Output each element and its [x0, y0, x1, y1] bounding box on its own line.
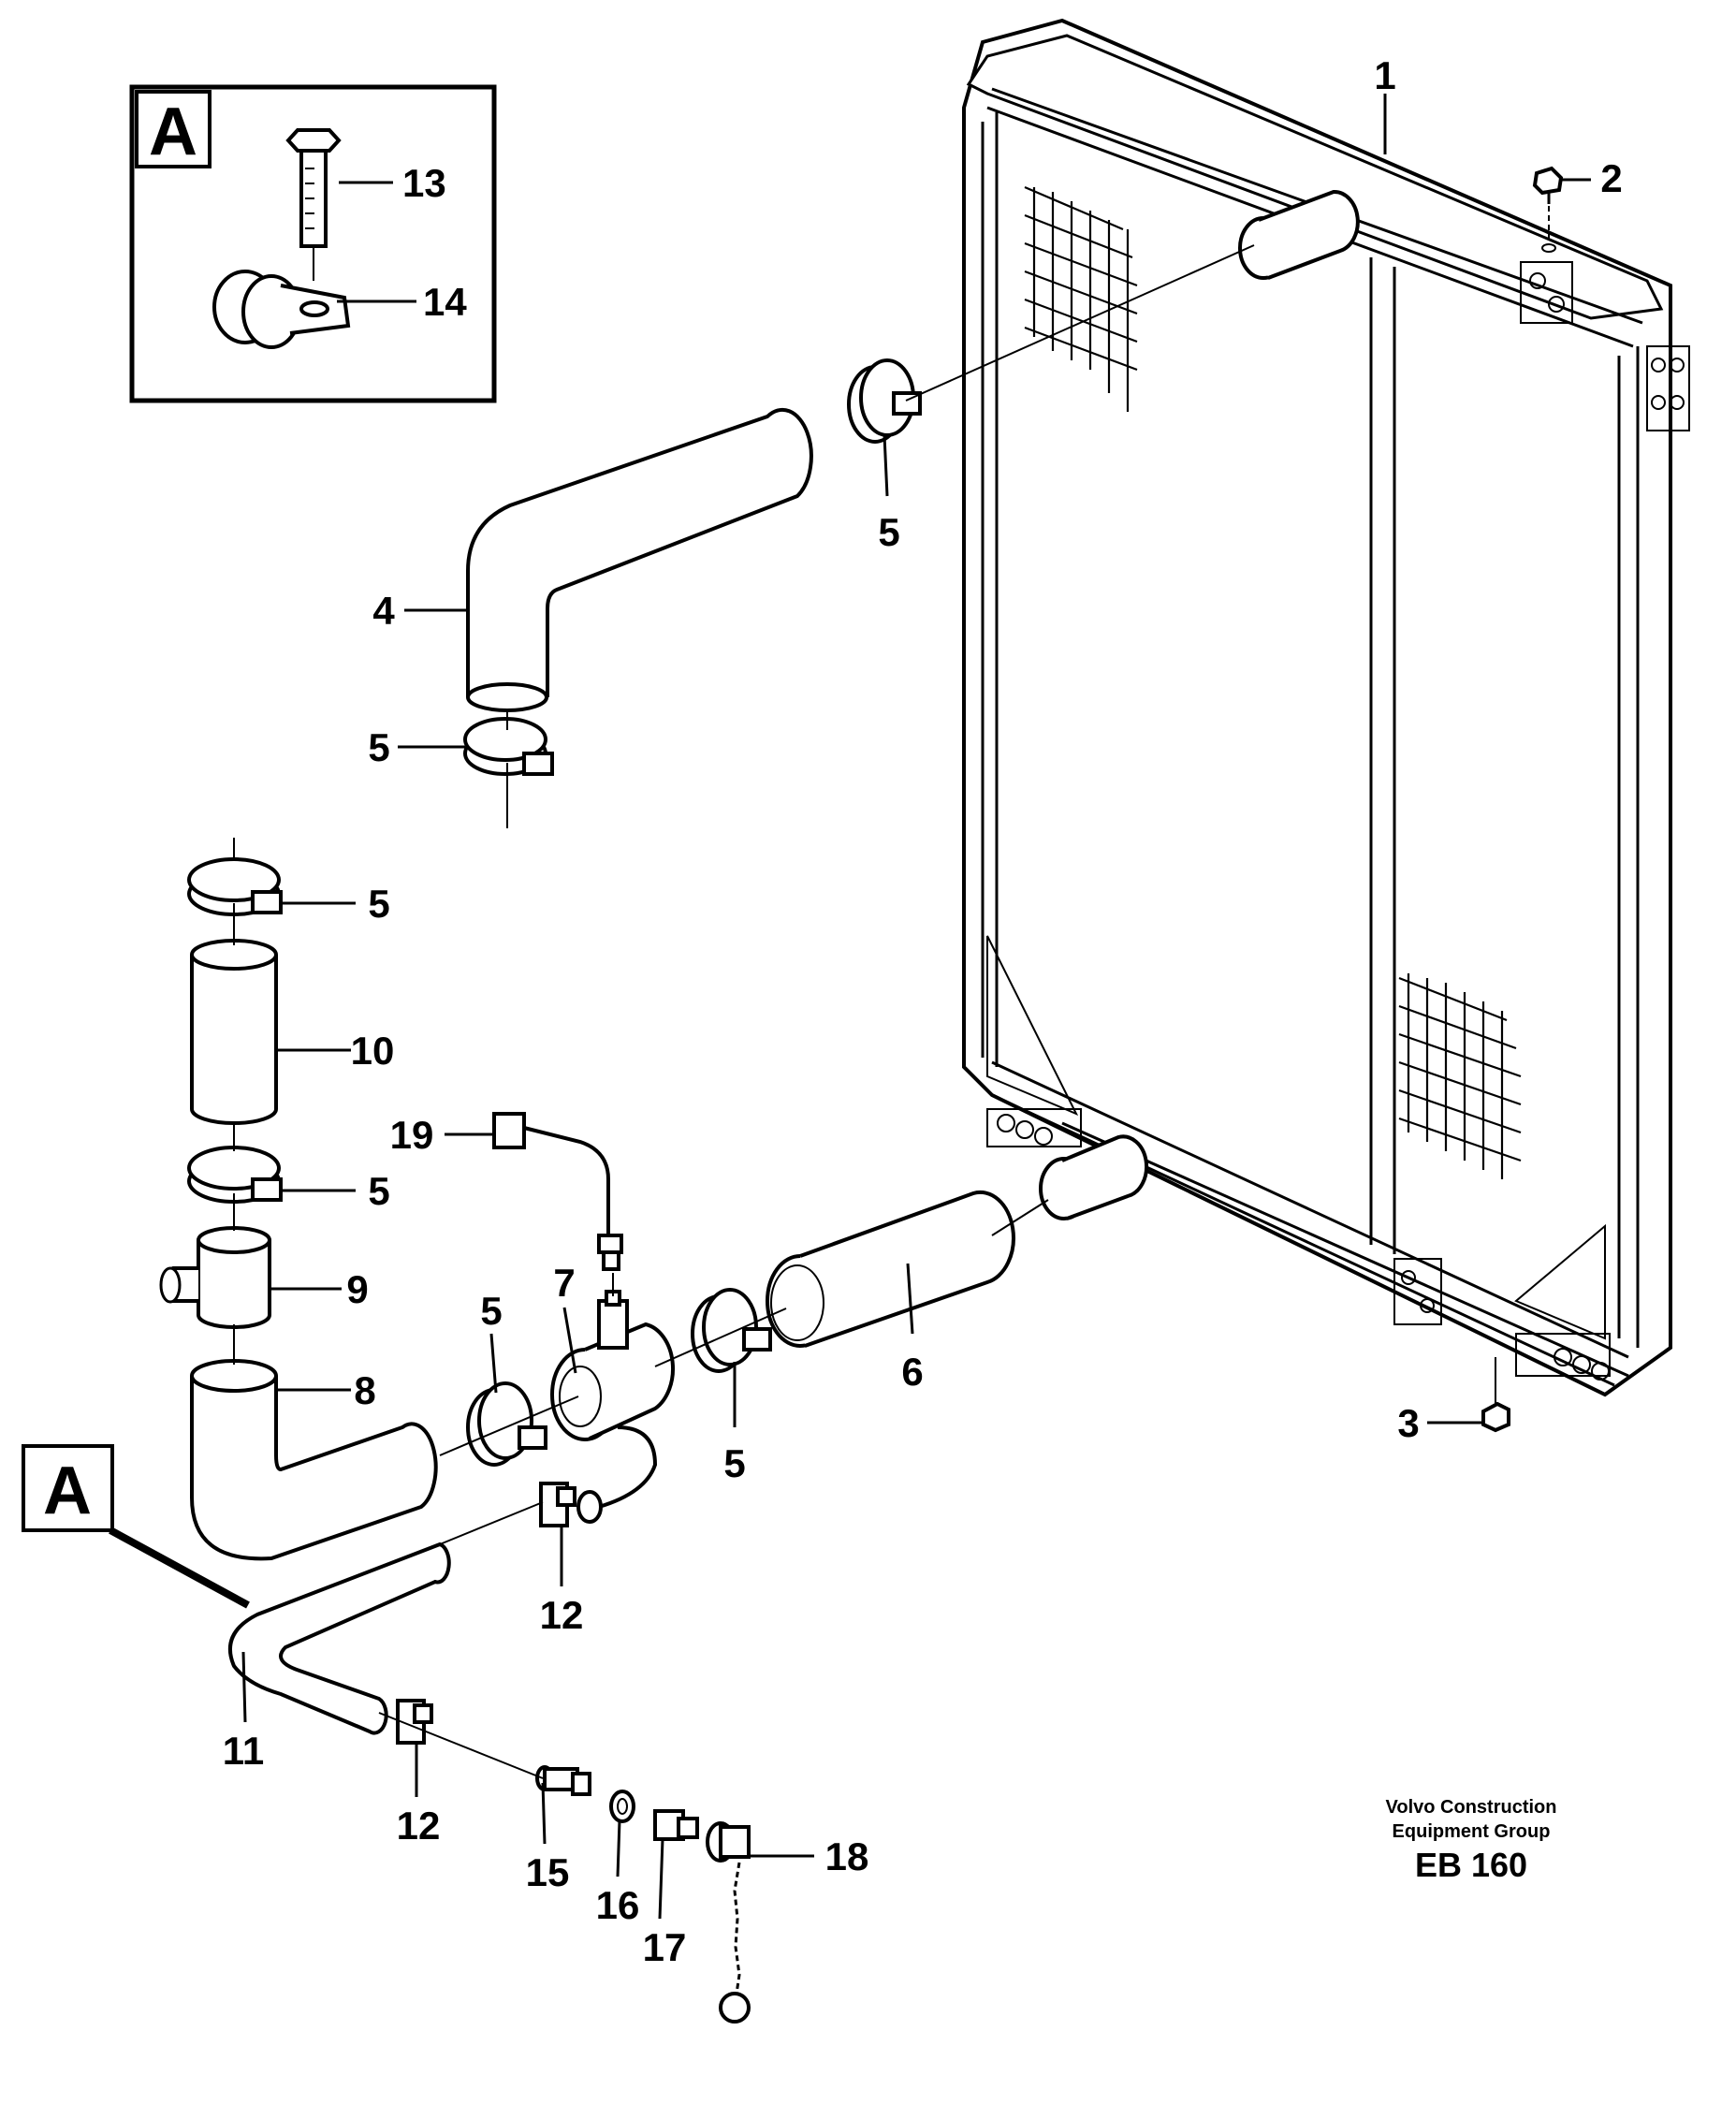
clamp-5-left-of-tee-drawing — [466, 1381, 547, 1467]
hose-11-drawing — [228, 1541, 451, 1735]
callout-17: 17 — [643, 1925, 687, 1969]
bolt-13-drawing — [285, 128, 342, 281]
alignment-lines — [233, 244, 1255, 1779]
bolt-3-drawing — [1481, 1357, 1510, 1433]
clamp-5-top-drawing — [847, 358, 922, 444]
clamp-14-drawing — [212, 270, 351, 349]
callout-5-right-of-tee: 5 — [723, 1441, 745, 1485]
clip-12-lower-drawing — [396, 1699, 433, 1745]
callout-5-upper-left: 5 — [368, 882, 389, 926]
callout-13: 13 — [402, 161, 446, 205]
publisher-footer: Volvo Construction Equipment Group EB 16… — [1386, 1797, 1557, 1884]
callout-5-left-of-tee: 5 — [480, 1289, 502, 1333]
callout-1: 1 — [1374, 53, 1395, 97]
footer-line-2: Equipment Group — [1393, 1821, 1551, 1842]
detail-reference-label: A — [43, 1454, 92, 1528]
callout-9: 9 — [346, 1267, 368, 1311]
figure-code: EB 160 — [1415, 1846, 1527, 1884]
leader-lines — [241, 94, 1591, 1920]
callout-6: 6 — [901, 1350, 923, 1394]
callout-14: 14 — [423, 280, 467, 324]
callout-19: 19 — [390, 1113, 434, 1157]
clamp-5-hose4-drawing — [463, 717, 554, 776]
detail-reference-a: A — [22, 1444, 250, 1609]
lower-grille — [1398, 973, 1522, 1179]
elbow-8-drawing — [190, 1359, 438, 1561]
bolt-2-drawing — [1532, 166, 1564, 253]
callout-18: 18 — [825, 1834, 869, 1878]
callout-5-hose4: 5 — [368, 725, 389, 769]
callout-12-upper: 12 — [540, 1593, 584, 1637]
footer-line-1: Volvo Construction — [1386, 1797, 1557, 1818]
callout-8: 8 — [354, 1368, 375, 1412]
callout-4: 4 — [372, 589, 395, 633]
hose-10-drawing — [190, 939, 278, 1125]
tee-7-drawing — [550, 1299, 676, 1524]
radiator-1-drawing — [962, 18, 1690, 1397]
clamp-5-right-of-tee-drawing — [691, 1288, 772, 1373]
drain-fittings-drawing — [535, 1765, 751, 2024]
callout-10: 10 — [351, 1029, 395, 1073]
callout-3: 3 — [1397, 1401, 1419, 1445]
callout-16: 16 — [596, 1883, 640, 1927]
callout-15: 15 — [526, 1850, 570, 1894]
hose-6-drawing — [766, 1190, 1015, 1348]
callout-7: 7 — [553, 1261, 575, 1305]
callout-2: 2 — [1600, 156, 1622, 200]
detail-label: A — [149, 95, 197, 169]
callout-5-top: 5 — [878, 510, 899, 554]
callout-11: 11 — [223, 1729, 264, 1773]
hose-4-drawing — [466, 407, 813, 712]
callout-5-middle-left: 5 — [368, 1169, 389, 1213]
tee-9-drawing — [159, 1226, 271, 1329]
clamp-5-upper-left-drawing — [187, 857, 283, 916]
clip-12-upper-drawing — [539, 1482, 576, 1527]
detail-box-a: A 13 14 — [129, 84, 497, 403]
callout-12-lower: 12 — [397, 1804, 441, 1848]
sensor-19-drawing — [492, 1112, 623, 1307]
callouts: 1 2 3 4 5 5 5 5 5 5 6 7 8 9 10 11 12 12 … — [223, 53, 1623, 1969]
